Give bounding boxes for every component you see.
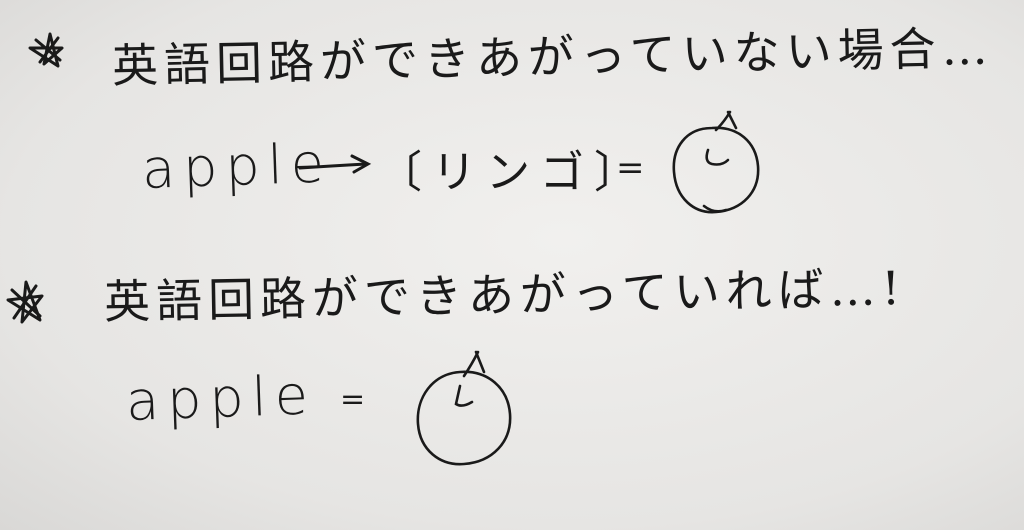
word-apple: apple [140,131,333,201]
word-apple: apple [124,363,317,433]
apple-drawing-icon [416,350,512,466]
arrow-right-icon [298,154,372,174]
equals-sign: = [340,382,372,417]
translation-ringo: 〔リンゴ〕 [378,147,648,198]
star-icon [6,280,44,324]
apple-drawing-icon [672,110,760,214]
heading-with-circuit: 英語回路ができあがっていれば…! [103,261,907,329]
star-icon [28,32,64,68]
equals-sign: = [616,148,651,188]
